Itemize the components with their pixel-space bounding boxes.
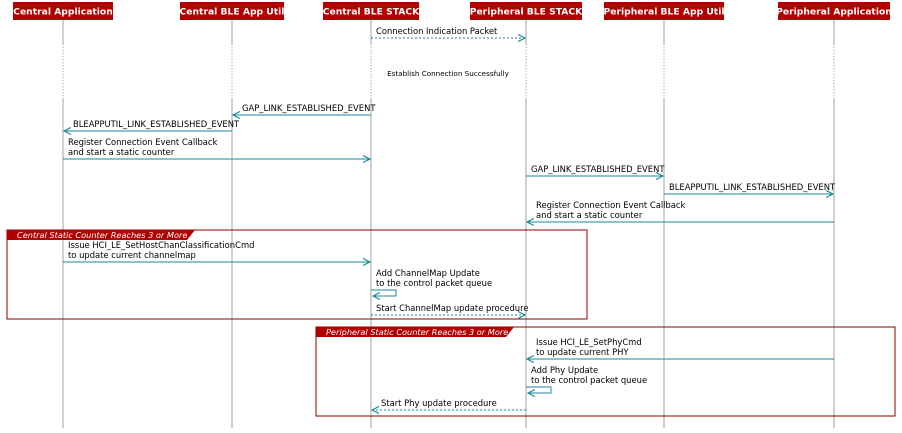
message-label: to update current channelmap <box>68 250 196 260</box>
message-label: Start Phy update procedure <box>381 398 497 408</box>
message-8: Issue HCI_LE_SetHostChanClassificationCm… <box>63 240 370 262</box>
message-label: Start ChannelMap update procedure <box>376 303 529 313</box>
message-label: BLEAPPUTIL_LINK_ESTABLISHED_EVENT <box>669 182 836 192</box>
participant-central_app: Central Application <box>13 2 113 20</box>
participant-label: Central Application <box>13 7 113 18</box>
message-label: Connection Indication Packet <box>376 26 498 36</box>
message-label: and start a static counter <box>68 147 175 157</box>
participant-central_util: Central BLE App Util <box>180 2 285 20</box>
message-label: and start a static counter <box>536 210 643 220</box>
message-label: to the control packet queue <box>376 278 492 288</box>
group-frame-1: Central Static Counter Reaches 3 or More <box>6 229 588 320</box>
participant-central_stack: Central BLE STACK <box>323 2 420 20</box>
message-13: Start Phy update procedure <box>372 398 526 410</box>
message-label: to update current PHY <box>536 347 629 357</box>
participant-box <box>13 2 113 20</box>
message-label: BLEAPPUTIL_LINK_ESTABLISHED_EVENT <box>73 119 240 129</box>
message-label: Add Phy Update <box>531 365 598 375</box>
participant-box <box>180 2 284 20</box>
participant-peripheral_stack: Peripheral BLE STACK <box>470 2 583 20</box>
divider-label: Establish Connection Successfully <box>387 69 510 78</box>
group-border <box>6 229 588 320</box>
participant-label: Central BLE STACK <box>323 7 420 18</box>
participant-label: Peripheral BLE App Util <box>603 7 724 18</box>
message-label: GAP_LINK_ESTABLISHED_EVENT <box>242 103 376 113</box>
participant-box <box>323 2 419 20</box>
message-2: GAP_LINK_ESTABLISHED_EVENT <box>233 103 376 115</box>
participant-box <box>470 2 582 20</box>
message-arrow <box>371 289 397 296</box>
message-3: BLEAPPUTIL_LINK_ESTABLISHED_EVENT <box>64 119 240 131</box>
participant-label: Peripheral Application <box>776 7 892 18</box>
message-arrow <box>526 386 552 393</box>
message-label: to the control packet queue <box>531 375 647 385</box>
participant-box <box>778 2 890 20</box>
message-10: Start ChannelMap update procedure <box>371 303 529 315</box>
message-label: Register Connection Event Callback <box>68 137 218 147</box>
group-label: Peripheral Static Counter Reaches 3 or M… <box>326 327 508 337</box>
message-label: Add ChannelMap Update <box>376 268 480 278</box>
message-label: Issue HCI_LE_SetHostChanClassificationCm… <box>68 240 254 250</box>
group-tab <box>7 230 195 240</box>
participant-label: Peripheral BLE STACK <box>470 7 583 18</box>
participant-box <box>604 2 724 20</box>
group-tab <box>316 327 514 337</box>
group-border <box>315 326 896 417</box>
participant-peripheral_app: Peripheral Application <box>776 2 892 20</box>
group-label: Central Static Counter Reaches 3 or More <box>17 230 187 240</box>
message-6: BLEAPPUTIL_LINK_ESTABLISHED_EVENT <box>664 182 836 194</box>
group-frame-2: Peripheral Static Counter Reaches 3 or M… <box>315 326 896 417</box>
message-label: Register Connection Event Callback <box>536 200 686 210</box>
participant-peripheral_util: Peripheral BLE App Util <box>603 2 725 20</box>
message-5: GAP_LINK_ESTABLISHED_EVENT <box>526 164 665 176</box>
participant-label: Central BLE App Util <box>180 7 285 18</box>
message-label: GAP_LINK_ESTABLISHED_EVENT <box>531 164 665 174</box>
message-label: Issue HCI_LE_SetPhyCmd <box>536 337 642 347</box>
message-1: Connection Indication Packet <box>371 26 525 38</box>
